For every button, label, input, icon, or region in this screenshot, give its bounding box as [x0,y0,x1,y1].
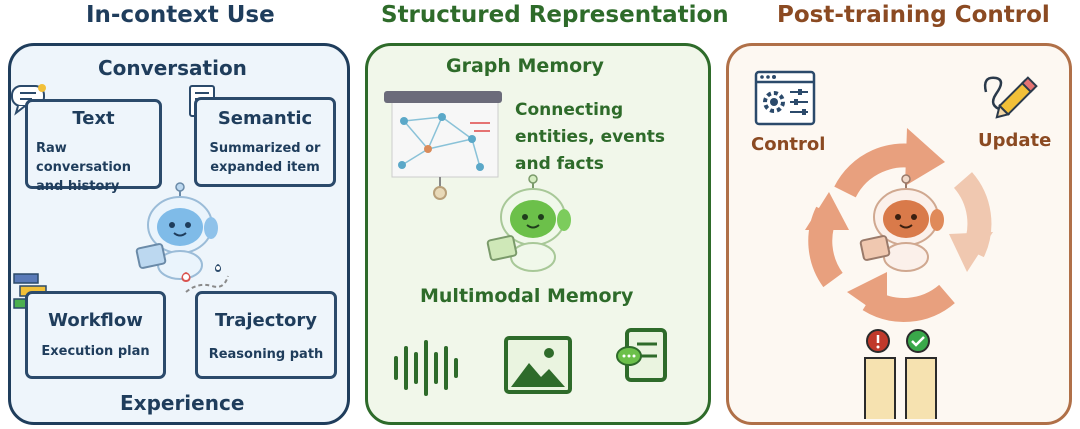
update-label: Update [978,130,1052,151]
in-context-title: In-context Use [86,2,275,28]
pedestal-right [905,357,937,419]
alert-icon [866,329,890,353]
workflow-card-title: Workflow [48,310,143,331]
text-card-desc: Raw conversation and history [36,141,131,194]
robot-icon [859,174,944,272]
trajectory-card: Trajectory Reasoning path [195,291,337,379]
workflow-card-desc: Execution plan [41,344,150,359]
semantic-card-desc: Summarized or expanded item [209,141,321,175]
control-label: Control [751,134,826,155]
cycle-arrows-icon [805,128,993,322]
workflow-card: Workflow Execution plan [25,291,166,379]
chat-document-icon [616,328,667,382]
experience-label: Experience [120,391,245,415]
trajectory-card-title: Trajectory [215,310,317,331]
check-icon [906,329,930,353]
trajectory-card-desc: Reasoning path [208,347,324,362]
image-icon [504,336,572,394]
graph-memory-desc: Connecting entities, events and facts [515,100,666,174]
structured-title: Structured Representation [381,2,729,28]
robot-icon [135,182,218,280]
post-training-title: Post-training Control [777,2,1050,28]
multimodal-memory-label: Multimodal Memory [420,285,634,307]
text-card-title: Text [72,108,115,129]
graph-board-icon [384,91,502,200]
graph-memory-label: Graph Memory [446,55,604,77]
semantic-card-title: Semantic [217,108,313,129]
text-card: Text Raw conversation and history [25,99,162,194]
audio-wave-icon [394,340,458,396]
robot-icon [486,174,571,272]
map-pin-icon [181,264,229,294]
pedestal-left [864,357,896,419]
conversation-label: Conversation [98,56,247,80]
pencil-icon [983,76,1038,119]
semantic-card: Semantic Summarized or expanded item [194,97,336,187]
settings-panel-icon [754,70,816,126]
